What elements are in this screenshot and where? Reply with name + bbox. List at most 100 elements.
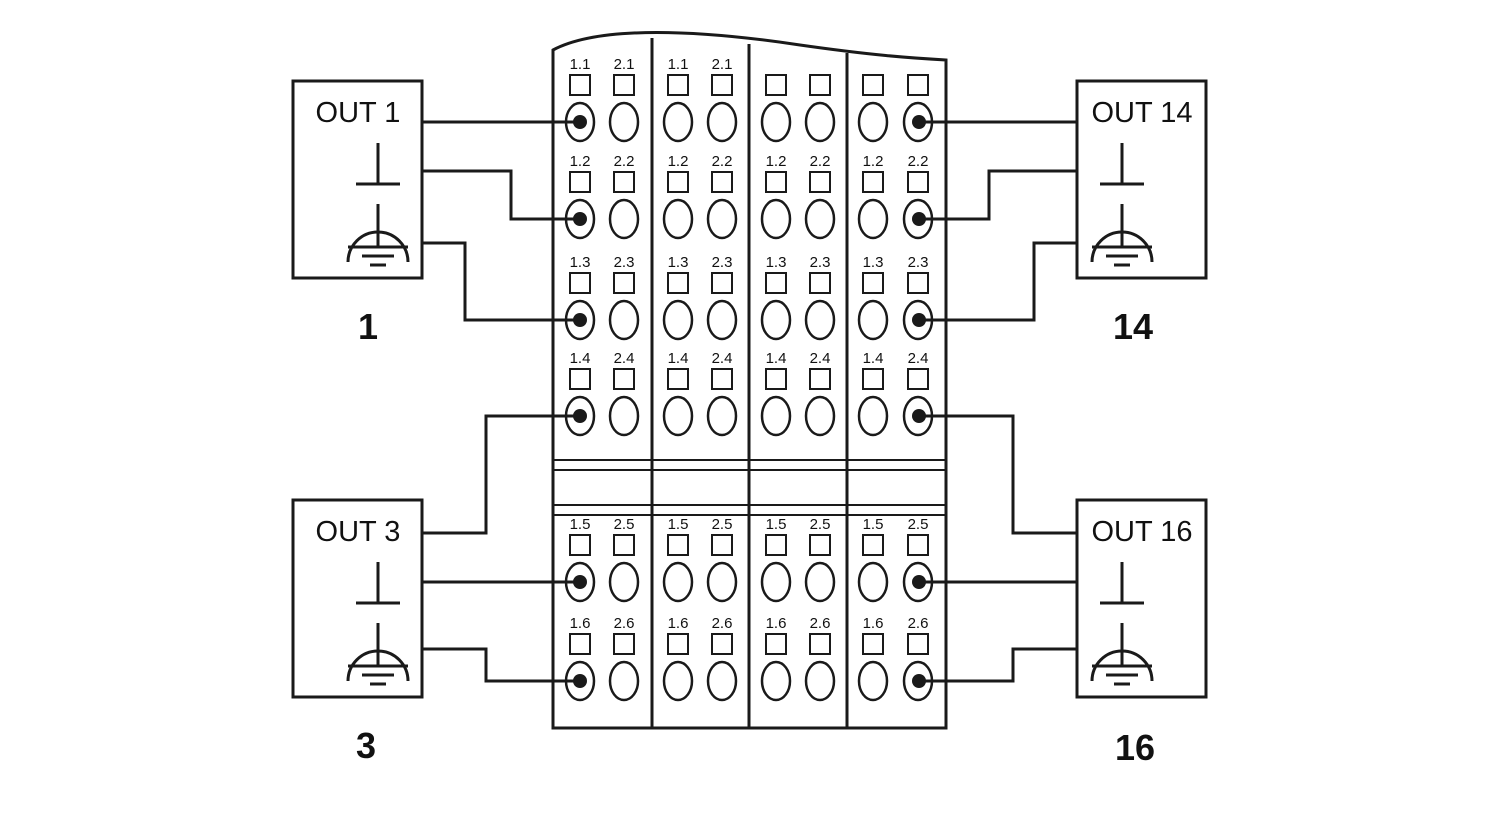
terminal-release bbox=[862, 74, 884, 96]
terminal-release bbox=[569, 272, 591, 294]
terminal-release bbox=[862, 171, 884, 193]
module-box bbox=[291, 79, 424, 280]
module-box bbox=[291, 498, 424, 699]
terminal-release bbox=[765, 171, 787, 193]
terminal-release bbox=[667, 171, 689, 193]
terminal-release bbox=[809, 368, 831, 390]
terminal-label: 1.2 bbox=[766, 153, 787, 170]
terminal-release bbox=[667, 534, 689, 556]
earth-ground-icon bbox=[346, 204, 410, 267]
terminal-label: 1.6 bbox=[668, 615, 689, 632]
terminal-release bbox=[711, 633, 733, 655]
terminal-release bbox=[862, 633, 884, 655]
wire-out16-earth bbox=[919, 647, 1077, 683]
ground-symbol bbox=[356, 562, 400, 605]
terminal-label: 2.3 bbox=[614, 254, 635, 271]
terminal-release bbox=[809, 74, 831, 96]
connection-dot bbox=[912, 313, 926, 327]
module-title: OUT 14 bbox=[1091, 97, 1192, 129]
terminal-contact bbox=[706, 660, 738, 702]
terminal-release bbox=[613, 633, 635, 655]
terminal-label: 1.4 bbox=[668, 350, 689, 367]
terminal-contact bbox=[608, 561, 640, 603]
connection-dot bbox=[912, 115, 926, 129]
terminal-release bbox=[862, 272, 884, 294]
module-number: 14 bbox=[1113, 306, 1153, 347]
terminal-release bbox=[711, 171, 733, 193]
terminal-label: 1.2 bbox=[570, 153, 591, 170]
terminal-release bbox=[613, 272, 635, 294]
terminal-contact bbox=[662, 561, 694, 603]
terminal-contact bbox=[804, 395, 836, 437]
terminal-release bbox=[569, 368, 591, 390]
terminal-label: 1.6 bbox=[766, 615, 787, 632]
terminal-contact bbox=[857, 561, 889, 603]
terminal-contact bbox=[706, 395, 738, 437]
wire-out1-ground bbox=[422, 169, 580, 221]
terminal-release bbox=[907, 171, 929, 193]
terminal-contact bbox=[857, 198, 889, 240]
connection-dot bbox=[573, 575, 587, 589]
terminal-release bbox=[809, 534, 831, 556]
terminal-contact bbox=[706, 561, 738, 603]
connection-dot bbox=[912, 674, 926, 688]
module-out-16: OUT 16 16 bbox=[1075, 498, 1208, 768]
terminal-contact bbox=[760, 395, 792, 437]
module-out-14: OUT 14 14 bbox=[1075, 79, 1208, 347]
terminal-release bbox=[809, 171, 831, 193]
wire-out16-signal bbox=[919, 414, 1077, 535]
terminal-label: 1.5 bbox=[863, 516, 884, 533]
module-number: 3 bbox=[356, 725, 376, 766]
terminal-release bbox=[711, 534, 733, 556]
terminal-release bbox=[765, 368, 787, 390]
connection-dot bbox=[573, 409, 587, 423]
terminal-release bbox=[711, 368, 733, 390]
terminal-label: 1.1 bbox=[668, 56, 689, 73]
terminal-label: 2.5 bbox=[712, 516, 733, 533]
terminal-contact bbox=[804, 198, 836, 240]
terminal-label: 2.6 bbox=[908, 615, 929, 632]
terminal-label: 2.1 bbox=[614, 56, 635, 73]
terminal-label: 2.1 bbox=[712, 56, 733, 73]
terminal-label: 2.6 bbox=[810, 615, 831, 632]
terminal-contact bbox=[706, 101, 738, 143]
terminal-release bbox=[907, 74, 929, 96]
terminal-contact bbox=[662, 660, 694, 702]
terminal-release bbox=[765, 534, 787, 556]
terminal-contact bbox=[706, 198, 738, 240]
terminal-release bbox=[613, 171, 635, 193]
terminal-label: 2.3 bbox=[810, 254, 831, 271]
terminal-release bbox=[711, 74, 733, 96]
module-title: OUT 1 bbox=[316, 97, 401, 129]
terminal-block-outline bbox=[551, 31, 948, 730]
terminal-label: 2.6 bbox=[614, 615, 635, 632]
terminal-label: 1.3 bbox=[863, 254, 884, 271]
terminal-label: 1.4 bbox=[766, 350, 787, 367]
terminal-label: 1.5 bbox=[766, 516, 787, 533]
terminal-label: 2.3 bbox=[712, 254, 733, 271]
terminal-contact bbox=[857, 395, 889, 437]
terminal-release bbox=[711, 272, 733, 294]
terminal-release bbox=[569, 74, 591, 96]
terminal-contact bbox=[804, 660, 836, 702]
terminal-label: 1.3 bbox=[668, 254, 689, 271]
terminal-release bbox=[613, 368, 635, 390]
terminal-label: 1.1 bbox=[570, 56, 591, 73]
wire-out3-signal bbox=[422, 414, 580, 535]
terminal-release bbox=[765, 272, 787, 294]
connection-dot bbox=[912, 212, 926, 226]
module-title: OUT 16 bbox=[1091, 516, 1192, 548]
terminal-label: 2.6 bbox=[712, 615, 733, 632]
connection-dots bbox=[573, 115, 926, 688]
terminal-release bbox=[667, 74, 689, 96]
connection-dot bbox=[573, 212, 587, 226]
terminal-label: 1.2 bbox=[863, 153, 884, 170]
terminal-label: 1.3 bbox=[766, 254, 787, 271]
module-out-1: OUT 1 1 bbox=[291, 79, 424, 347]
terminal-contact bbox=[760, 561, 792, 603]
terminal-contact bbox=[608, 660, 640, 702]
terminal-label: 1.5 bbox=[570, 516, 591, 533]
terminal-contact bbox=[706, 299, 738, 341]
terminal-release bbox=[907, 272, 929, 294]
terminal-release bbox=[862, 368, 884, 390]
